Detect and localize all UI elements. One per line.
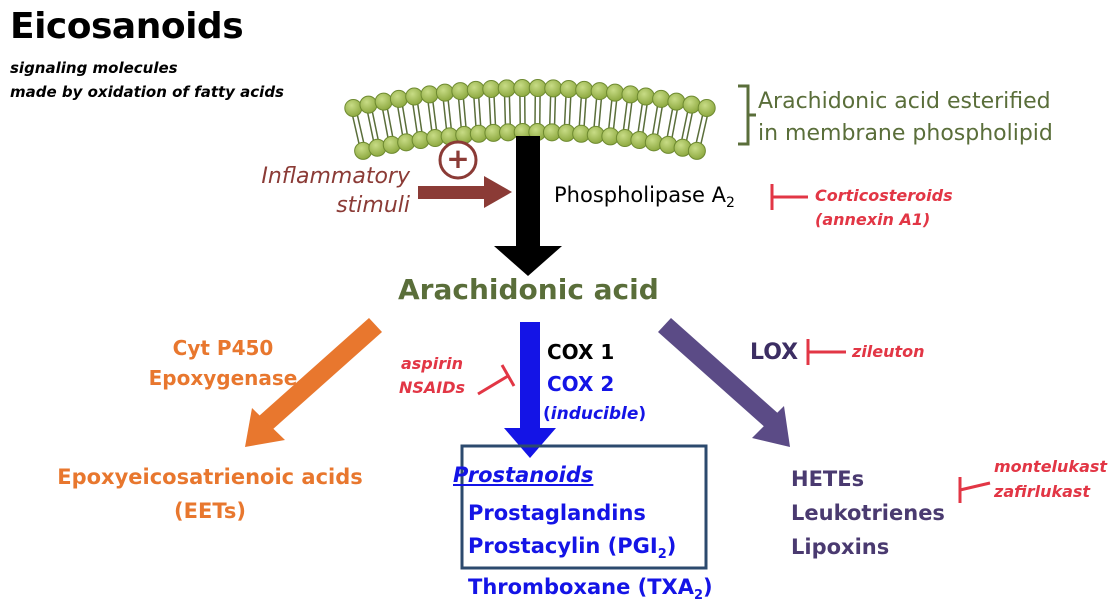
aspirin-label: aspirin NSAIDs xyxy=(396,352,468,400)
lipid-head xyxy=(591,83,608,100)
lipid-head xyxy=(622,86,639,103)
lipid-head xyxy=(653,90,670,107)
aspirin-line-2: NSAIDs xyxy=(396,376,468,400)
lipid-head xyxy=(698,99,715,116)
eets-label: Epoxyeicosatrienoic acids (EETs) xyxy=(20,460,400,528)
prostanoid-item-sub: 2 xyxy=(658,547,667,562)
prostanoids-heading: Prostanoids xyxy=(453,463,593,487)
pla2-inhibition-symbol xyxy=(772,184,808,210)
prostanoid-item-after: ) xyxy=(703,575,713,599)
plus-circle-icon: + xyxy=(440,142,476,178)
lipid-head xyxy=(375,93,392,110)
corticosteroids-label: Corticosteroids (annexin A1) xyxy=(815,184,953,232)
montelukast-line: montelukast xyxy=(994,454,1107,479)
inducible-close: ) xyxy=(638,404,646,424)
lipid-head xyxy=(360,96,377,113)
zileuton-label: zileuton xyxy=(852,342,925,361)
stimulus-arrow xyxy=(418,176,512,208)
lox-arrow xyxy=(658,318,790,447)
lipid-head xyxy=(668,93,685,110)
inducible-open: ( xyxy=(543,404,551,424)
lipid-head xyxy=(607,84,624,101)
lox-product-item: Leukotrienes xyxy=(791,496,945,530)
inducible-label: (inducible) xyxy=(543,404,646,424)
lox-inhibition-symbol xyxy=(808,339,846,365)
lipid-head xyxy=(576,81,593,98)
leukotriene-inhibition-symbol xyxy=(960,477,990,503)
cox-inhibition-symbol xyxy=(478,365,514,394)
lox-label: LOX xyxy=(750,340,798,365)
cox2-label: COX 2 xyxy=(547,372,614,396)
membrane-label-line-2: in membrane phospholipid xyxy=(758,118,1053,150)
inflammatory-line-1: Inflammatory xyxy=(230,162,410,191)
lipid-head xyxy=(390,90,407,107)
eets-line-2: (EETs) xyxy=(20,494,400,528)
aspirin-line-1: aspirin xyxy=(396,352,468,376)
lipid-head xyxy=(467,81,484,98)
eets-line-1: Epoxyeicosatrienoic acids xyxy=(20,460,400,494)
subtitle-line-1: signaling molecules xyxy=(10,56,284,80)
lipid-head xyxy=(452,83,469,100)
lipid-head xyxy=(683,96,700,113)
lipid-head xyxy=(483,80,500,97)
prostanoid-item: Thromboxane (TXA2) xyxy=(468,571,713,612)
lipid-head xyxy=(529,80,546,97)
lipid-head xyxy=(637,88,654,105)
lox-product-list: HETEs Leukotrienes Lipoxins xyxy=(791,462,945,564)
inducible-text: inducible xyxy=(551,404,639,424)
membrane-label: Arachidonic acid esterified in membrane … xyxy=(758,86,1053,150)
lipid-head xyxy=(498,80,515,97)
subtitle-line-2: made by oxidation of fatty acids xyxy=(10,80,284,104)
leukotriene-antagonist-label: montelukast zafirlukast xyxy=(994,454,1107,504)
lipid-head xyxy=(421,86,438,103)
zafirlukast-line: zafirlukast xyxy=(994,479,1107,504)
prostanoid-item-text: Thromboxane (TXA xyxy=(468,575,694,599)
prostanoid-list: Prostaglandins Prostacylin (PGI2) Thromb… xyxy=(468,497,713,612)
inflammatory-line-2: stimuli xyxy=(230,191,410,220)
cox1-label: COX 1 xyxy=(547,340,614,364)
lox-product-item: HETEs xyxy=(791,462,945,496)
svg-text:+: + xyxy=(446,142,469,175)
main-arrow xyxy=(494,136,562,276)
phospholipase-label: Phospholipase A2 xyxy=(554,183,735,211)
phospholipase-name: Phospholipase A xyxy=(554,183,726,207)
corticosteroids-line-1: Corticosteroids xyxy=(815,184,953,208)
lipid-head xyxy=(406,88,423,105)
membrane-bracket xyxy=(738,86,756,144)
prostanoid-item-text: Prostaglandins xyxy=(468,501,646,525)
page-title: Eicosanoids xyxy=(10,6,243,47)
prostanoid-item-after: ) xyxy=(667,534,677,558)
subtitle: signaling molecules made by oxidation of… xyxy=(10,56,284,104)
lox-product-item: Lipoxins xyxy=(791,530,945,564)
lipid-head xyxy=(345,99,362,116)
prostanoid-item: Prostacylin (PGI2) xyxy=(468,530,713,571)
membrane-label-line-1: Arachidonic acid esterified xyxy=(758,86,1053,118)
cyp-line-1: Cyt P450 xyxy=(118,333,328,363)
lipid-head xyxy=(688,142,705,159)
lipid-head xyxy=(436,84,453,101)
prostanoid-item-text: Prostacylin (PGI xyxy=(468,534,658,558)
lipid-head xyxy=(545,80,562,97)
phospholipase-subscript: 2 xyxy=(726,195,735,211)
cyp-enzyme-label: Cyt P450 Epoxygenase xyxy=(118,333,328,393)
inflammatory-stimuli-label: Inflammatory stimuli xyxy=(230,162,410,220)
arachidonic-acid-label: Arachidonic acid xyxy=(398,273,659,306)
lipid-head xyxy=(514,80,531,97)
prostanoid-item: Prostaglandins xyxy=(468,497,713,530)
prostanoid-item-sub: 2 xyxy=(694,588,703,603)
corticosteroids-line-2: (annexin A1) xyxy=(815,208,953,232)
cyp-line-2: Epoxygenase xyxy=(118,363,328,393)
lipid-head xyxy=(560,80,577,97)
